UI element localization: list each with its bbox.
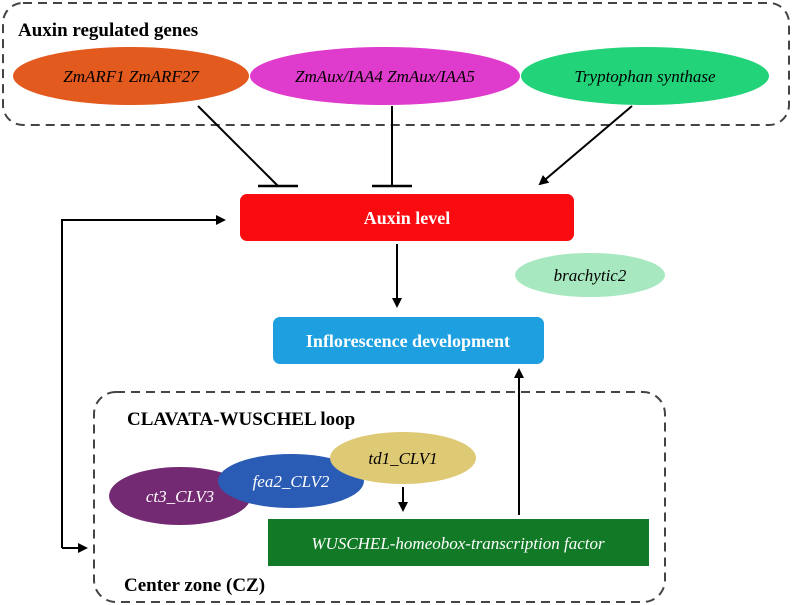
inflorescence-label: Inflorescence development bbox=[306, 331, 510, 351]
zmarf-label: ZmARF1 ZmARF27 bbox=[63, 67, 200, 86]
clavata-wuschel-group: CLAVATA-WUSCHEL loop Center zone (CZ) bbox=[93, 391, 666, 603]
inflorescence-box bbox=[273, 317, 544, 364]
edge-zmaux-inhibits-auxin bbox=[372, 106, 412, 188]
node-auxin-level[interactable]: Auxin level bbox=[240, 194, 574, 241]
cw-loop-title: CLAVATA-WUSCHEL loop bbox=[127, 409, 355, 430]
center-zone-label: Center zone (CZ) bbox=[124, 575, 265, 596]
edge-feedback-loop bbox=[61, 215, 226, 553]
tryptophan-ellipse bbox=[521, 47, 769, 105]
node-td1-clv1[interactable]: td1_CLV1 bbox=[330, 432, 476, 484]
fea2-label: fea2_CLV2 bbox=[253, 472, 330, 491]
wuschel-box bbox=[268, 519, 649, 566]
node-tryptophan-synthase[interactable]: Tryptophan synthase bbox=[521, 47, 769, 105]
auxin-genes-title: Auxin regulated genes bbox=[18, 20, 198, 41]
auxin-level-label: Auxin level bbox=[364, 208, 451, 228]
edge-tryptophan-activates-auxin bbox=[538, 105, 633, 186]
auxin-level-box bbox=[240, 194, 574, 241]
node-brachytic2[interactable]: brachytic2 bbox=[515, 253, 665, 297]
ct3-ellipse bbox=[109, 467, 251, 525]
brachytic2-label: brachytic2 bbox=[554, 266, 627, 285]
node-ct3-clv3[interactable]: ct3_CLV3 bbox=[109, 467, 251, 525]
brachytic2-ellipse bbox=[515, 253, 665, 297]
edge-zmarf-inhibits-auxin bbox=[197, 105, 298, 188]
wuschel-label: WUSCHEL-homeobox-transcription factor bbox=[311, 534, 605, 553]
node-wuschel[interactable]: WUSCHEL-homeobox-transcription factor bbox=[268, 519, 649, 566]
node-zmaux[interactable]: ZmAux/IAA4 ZmAux/IAA5 bbox=[250, 47, 520, 105]
node-fea2-clv2[interactable]: fea2_CLV2 bbox=[218, 454, 364, 508]
ct3-label: ct3_CLV3 bbox=[146, 487, 214, 506]
node-zmarf[interactable]: ZmARF1 ZmARF27 bbox=[13, 47, 249, 105]
zmaux-label: ZmAux/IAA4 ZmAux/IAA5 bbox=[295, 67, 475, 86]
tryptophan-label: Tryptophan synthase bbox=[574, 67, 716, 86]
fea2-ellipse bbox=[218, 454, 364, 508]
zmaux-ellipse bbox=[250, 47, 520, 105]
td1-label: td1_CLV1 bbox=[368, 449, 437, 468]
auxin-genes-dashed-border bbox=[2, 2, 790, 126]
cw-loop-dashed-border bbox=[93, 391, 666, 603]
td1-ellipse bbox=[330, 432, 476, 484]
zmarf-ellipse bbox=[13, 47, 249, 105]
node-inflorescence[interactable]: Inflorescence development bbox=[273, 317, 544, 364]
auxin-regulated-genes-group: Auxin regulated genes bbox=[2, 2, 790, 126]
